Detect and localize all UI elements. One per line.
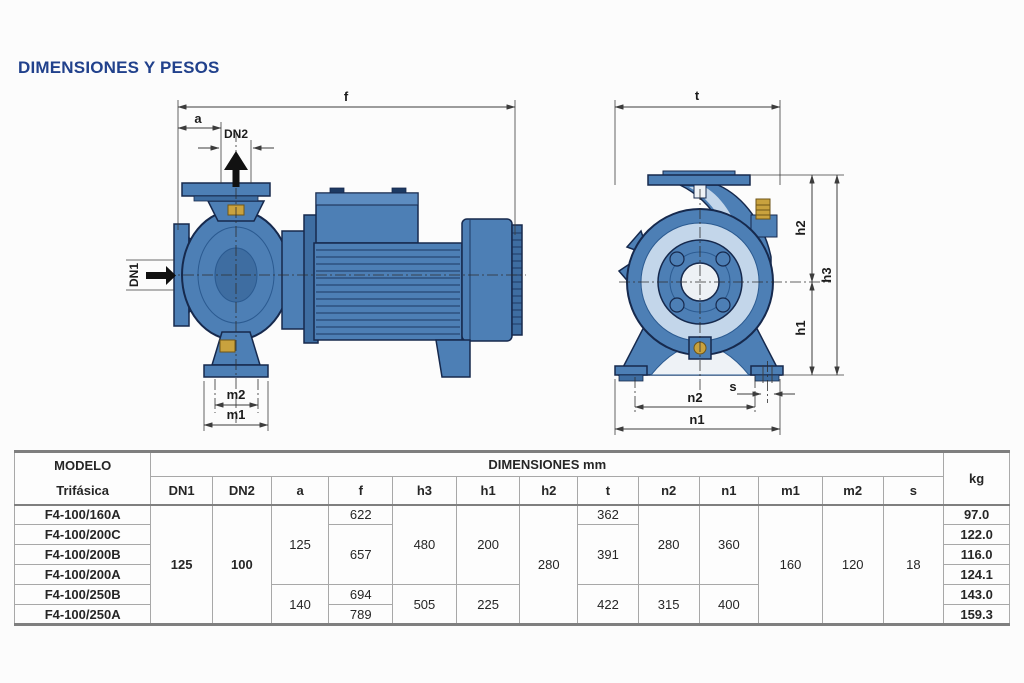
dim-label-h1: h1 — [793, 320, 808, 335]
side-view-drawing: f a DN2 DN1 m2 m1 — [126, 89, 526, 431]
cell-f-789: 789 — [328, 604, 393, 625]
cell-h3-505: 505 — [392, 584, 457, 625]
col-header-m1: m1 — [758, 476, 823, 506]
col-header-h3: h3 — [392, 476, 457, 506]
table-row: F4-100/200A 124.1 — [13, 564, 1010, 585]
model-cell: F4-100/160A — [13, 504, 151, 525]
header-kg: kg — [943, 451, 1010, 506]
cell-h3-480: 480 — [392, 504, 457, 585]
bolt-hole — [669, 251, 685, 267]
dn1-label: DN1 — [127, 263, 141, 287]
col-header-dn2: DN2 — [212, 476, 272, 506]
motor-fins — [316, 249, 460, 335]
model-cell: F4-100/250B — [13, 584, 151, 605]
modelo-label: MODELO — [54, 458, 112, 474]
kg-cell: 124.1 — [943, 564, 1010, 585]
cell-n2-280: 280 — [637, 504, 699, 585]
page-title: DIMENSIONES Y PESOS — [18, 58, 220, 77]
dim-label-t: t — [695, 88, 700, 103]
cell-n1-400: 400 — [698, 584, 759, 625]
col-header-dn1: DN1 — [150, 476, 213, 506]
brass-plug-lower — [219, 339, 236, 353]
table-row: F4-100/250B 140 694 505 225 422 315 400 … — [13, 584, 1010, 625]
col-header-t: t — [577, 476, 639, 506]
dim-label-a: a — [194, 111, 202, 126]
bolt-hole — [715, 297, 731, 313]
model-cell: F4-100/250A — [13, 604, 151, 625]
dn1-flow-arrow — [146, 272, 166, 279]
discharge-flange — [181, 182, 271, 197]
table-row: F4-100/200B 116.0 — [13, 544, 1010, 565]
bolt-hole — [669, 297, 685, 313]
bolt-hole — [715, 251, 731, 267]
cell-f-694: 694 — [328, 584, 393, 605]
col-header-a: a — [270, 476, 329, 506]
dim-label-h2: h2 — [793, 220, 808, 235]
cell-dn2: 100 — [212, 504, 272, 625]
kg-cell: 159.3 — [943, 604, 1010, 625]
dim-label-n1: n1 — [689, 412, 704, 427]
dim-label-f: f — [344, 89, 349, 104]
dimensions-table-wrap: MODELO Trifásica DIMENSIONES mm kg DN1 D… — [13, 450, 1010, 626]
cell-h2: 280 — [519, 504, 578, 625]
cell-f-622: 622 — [328, 504, 393, 525]
cell-m2: 120 — [821, 504, 884, 625]
front-discharge-flange — [647, 174, 751, 186]
cell-s: 18 — [882, 504, 944, 625]
dim-label-n2: n2 — [687, 390, 702, 405]
cell-h1-200: 200 — [455, 504, 520, 585]
cell-n2-315: 315 — [637, 584, 699, 625]
cell-t-391: 391 — [577, 524, 639, 585]
pump-front-body — [614, 170, 784, 382]
dimensions-table: MODELO Trifásica DIMENSIONES mm kg DN1 D… — [13, 450, 1010, 626]
col-header-f: f — [328, 476, 393, 506]
brass-plug-front — [755, 198, 771, 220]
pump-side-body — [173, 182, 523, 378]
motor-body — [313, 242, 463, 341]
dim-label-m1: m1 — [227, 407, 246, 422]
dn2-flow-arrow — [232, 169, 240, 187]
fan-cover-ribs — [511, 224, 523, 336]
motor-foot — [435, 339, 471, 378]
left-foot — [614, 365, 648, 376]
header-modelo: MODELO Trifásica — [13, 451, 151, 506]
kg-cell: 143.0 — [943, 584, 1010, 605]
cell-a-140: 140 — [270, 584, 329, 625]
trifasica-label: Trifásica — [56, 483, 110, 499]
dimensions-side — [126, 100, 516, 431]
col-header-n2: n2 — [637, 476, 699, 506]
cell-a-125: 125 — [270, 504, 329, 585]
col-header-h2: h2 — [519, 476, 578, 506]
dim-label-s: s — [729, 379, 736, 394]
right-foot — [750, 365, 784, 376]
col-header-s: s — [882, 476, 944, 506]
model-cell: F4-100/200A — [13, 564, 151, 585]
kg-cell: 116.0 — [943, 544, 1010, 565]
cell-m1: 160 — [758, 504, 823, 625]
kg-cell: 97.0 — [943, 504, 1010, 525]
cell-t-422: 422 — [577, 584, 639, 625]
model-cell: F4-100/200C — [13, 524, 151, 545]
table-row: F4-100/160A 125 100 125 622 480 200 280 … — [13, 504, 1010, 625]
kg-cell: 122.0 — [943, 524, 1010, 545]
flow-arrows — [146, 151, 248, 285]
dimensions-front — [614, 100, 844, 435]
col-header-h1: h1 — [455, 476, 520, 506]
dim-label-m2: m2 — [227, 387, 246, 402]
model-cell: F4-100/200B — [13, 544, 151, 565]
col-header-m2: m2 — [821, 476, 884, 506]
dim-label-h3: h3 — [819, 267, 834, 282]
front-view-drawing: t h2 h1 h3 s n2 n1 — [614, 88, 844, 435]
cell-dn1: 125 — [150, 504, 213, 625]
dn2-label: DN2 — [224, 127, 248, 141]
cell-h1-225: 225 — [455, 584, 520, 625]
cell-t-362: 362 — [577, 504, 639, 525]
cell-n1-360: 360 — [698, 504, 759, 585]
header-dimensiones: DIMENSIONES mm — [150, 451, 944, 477]
col-header-n1: n1 — [698, 476, 759, 506]
cell-f-657: 657 — [328, 524, 393, 585]
table-row: F4-100/250A 789 159.3 — [13, 604, 1010, 625]
table-row: F4-100/200C 657 391 122.0 — [13, 524, 1010, 585]
